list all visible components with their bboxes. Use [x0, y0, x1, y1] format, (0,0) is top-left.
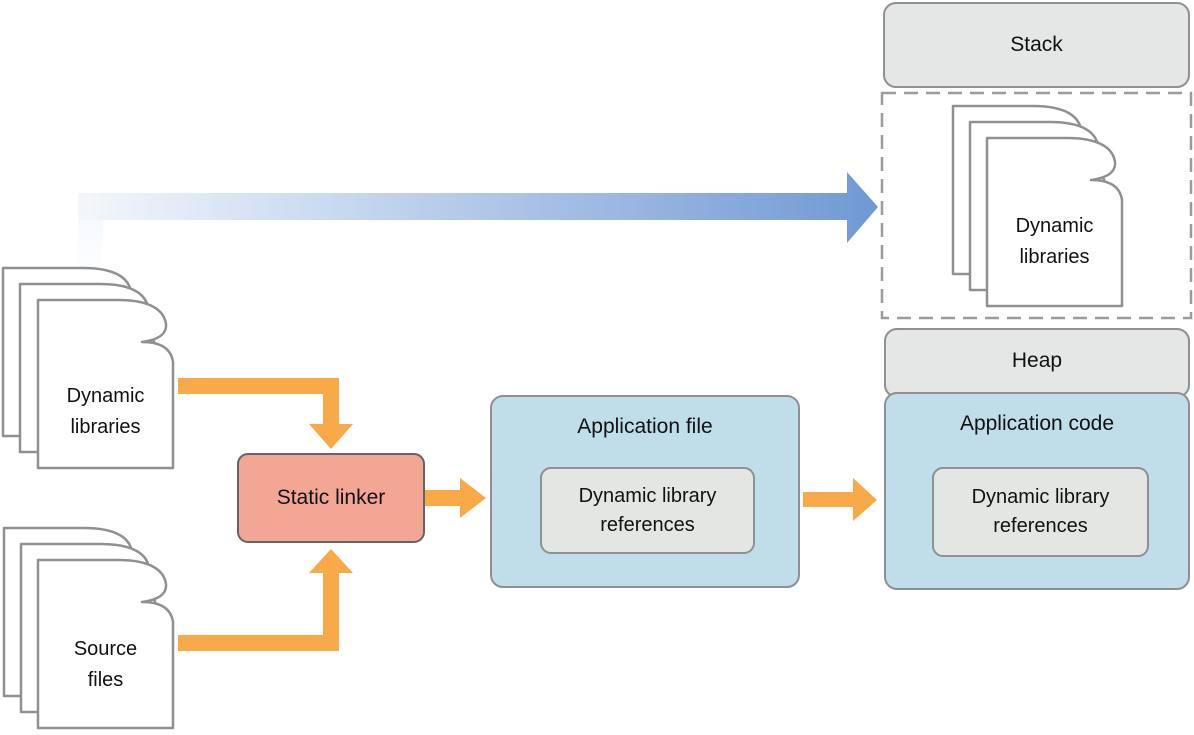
- loaded-dynamic-libraries-stack-label: Dynamic libraries: [987, 211, 1122, 273]
- heap-dynamic-library-references-box: Dynamic library references: [932, 467, 1149, 557]
- loaded-dynamic-libraries-label-line2: libraries: [1019, 246, 1090, 268]
- application-file-title: Application file: [577, 415, 713, 438]
- file-dynamic-library-references-box: Dynamic library references: [540, 467, 755, 554]
- dashed-memory-region: [880, 91, 1193, 320]
- source-files-document-stack-icon: [2, 526, 175, 730]
- arrow-application-file-to-heap-icon: [803, 478, 877, 521]
- application-code-box: Application code Dynamic library referen…: [884, 392, 1190, 590]
- static-linker-label: Static linker: [276, 486, 386, 509]
- static-linker-box: Static linker: [237, 453, 425, 543]
- file-references-line1: Dynamic library: [578, 484, 717, 507]
- application-code-title: Application code: [959, 412, 1115, 435]
- source-files-label-line2: files: [87, 669, 124, 691]
- load-arrow-icon: [78, 172, 878, 243]
- loaded-dynamic-libraries-label-line1: Dynamic: [1015, 215, 1094, 237]
- dynamic-libraries-label-line1: Dynamic: [66, 385, 145, 407]
- source-files-stack-label: Source files: [38, 634, 173, 696]
- source-files-label-line1: Source: [73, 638, 138, 660]
- application-file-box: Application file Dynamic library referen…: [490, 395, 800, 588]
- heap-region-label: Heap: [1011, 349, 1063, 372]
- heap-references-line1: Dynamic library: [971, 486, 1110, 508]
- dynamic-libraries-label-line2: libraries: [70, 416, 141, 438]
- loaded-dynamic-libraries-document-stack-icon: [951, 104, 1124, 308]
- arrow-linker-to-application-file-icon: [425, 478, 486, 518]
- file-references-line2: references: [600, 513, 695, 536]
- arrow-dynamic-libraries-to-linker-icon: [178, 378, 353, 449]
- heap-references-line2: references: [993, 515, 1088, 537]
- dynamic-libraries-stack-label: Dynamic libraries: [38, 381, 173, 443]
- arrow-source-files-to-linker-icon: [178, 549, 353, 651]
- stack-region-label: Stack: [1010, 33, 1063, 56]
- stack-region-box: Stack: [883, 2, 1190, 88]
- heap-region-box: Heap: [884, 328, 1190, 398]
- dynamic-libraries-document-stack-icon: [1, 266, 175, 470]
